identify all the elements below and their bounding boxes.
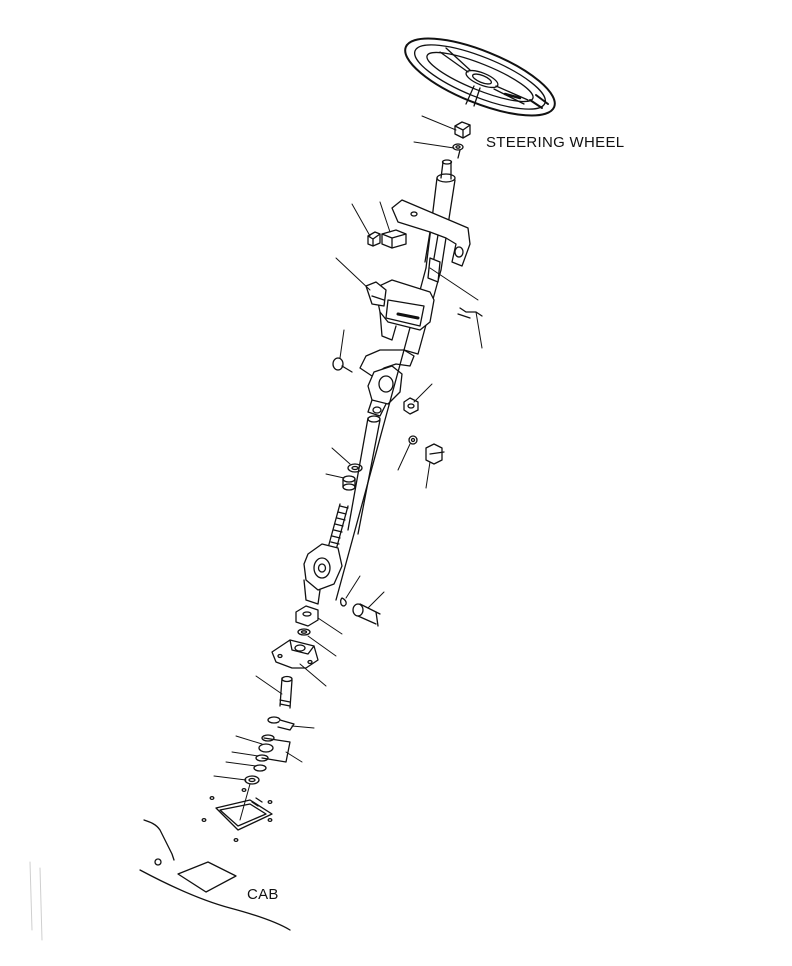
column-axis-line bbox=[336, 350, 404, 600]
tilt-switch-housing bbox=[366, 280, 434, 340]
coupling-washer bbox=[298, 629, 310, 635]
lever-knob bbox=[333, 358, 352, 372]
lower-shaft-stub bbox=[280, 677, 292, 709]
spline-shaft bbox=[328, 504, 348, 550]
washer-right bbox=[409, 436, 417, 444]
grease-fitting bbox=[426, 444, 444, 464]
clamp-block bbox=[382, 230, 406, 248]
wiring-bracket bbox=[458, 308, 482, 318]
wheel-nut bbox=[455, 122, 470, 138]
intermediate-shaft bbox=[348, 416, 380, 534]
pinch-bolt bbox=[353, 604, 380, 626]
wheel-washer bbox=[453, 144, 463, 150]
bearing-block bbox=[272, 640, 318, 668]
spacer-block bbox=[368, 232, 380, 246]
shaft-tip bbox=[458, 150, 460, 158]
seal-ring bbox=[348, 464, 362, 472]
upper-universal-joint bbox=[368, 366, 402, 416]
cab-floor-plate bbox=[140, 789, 290, 930]
callout-leaders bbox=[214, 116, 482, 820]
lower-universal-joint bbox=[304, 544, 342, 604]
coupling-nut bbox=[296, 606, 318, 626]
dust-sleeve bbox=[343, 476, 355, 490]
steering-wheel-label: STEERING WHEEL bbox=[486, 134, 625, 151]
cab-label: CAB bbox=[247, 886, 279, 903]
cotter-pin bbox=[341, 598, 346, 606]
group-bracket bbox=[262, 738, 290, 762]
steering-wheel bbox=[396, 23, 564, 131]
ring-stack bbox=[245, 717, 294, 784]
scan-edge-marks bbox=[30, 862, 42, 940]
